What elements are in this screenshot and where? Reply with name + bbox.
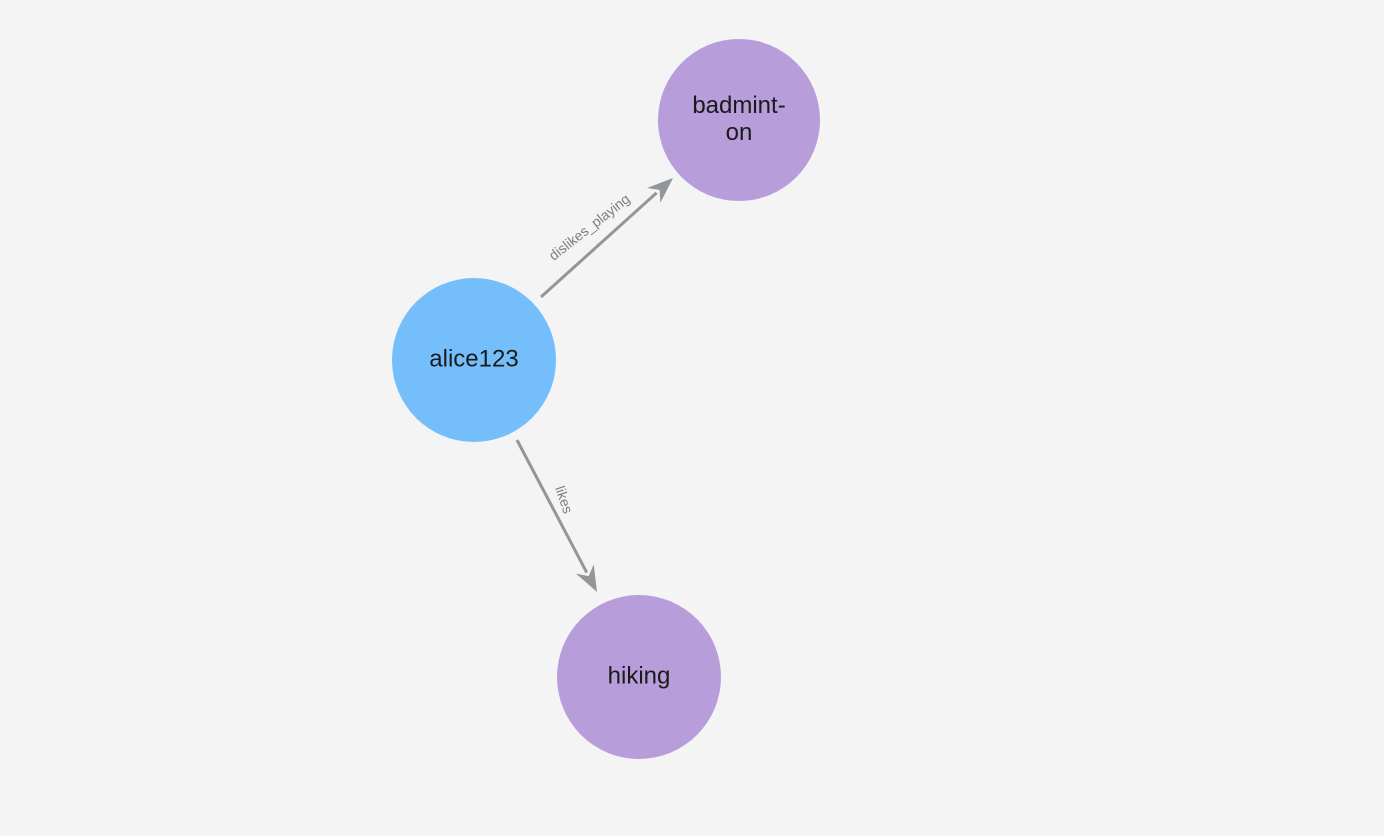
graph-edge[interactable]: dislikes_playing [539,178,673,299]
nodes-layer: alice123 badmint-on hiking [392,39,820,759]
node-circle[interactable] [557,595,721,759]
edge-line [515,439,589,574]
graph-node-badminton[interactable]: badmint-on [658,39,820,201]
edge-arrowhead-icon [576,564,597,592]
graph-node-alice123[interactable]: alice123 [392,278,556,442]
edge-arrowhead-icon [646,178,673,203]
edge-line [539,191,658,299]
graph-node-hiking[interactable]: hiking [557,595,721,759]
node-circle[interactable] [658,39,820,201]
node-circle[interactable] [392,278,556,442]
graph-edge[interactable]: likes [515,439,597,592]
